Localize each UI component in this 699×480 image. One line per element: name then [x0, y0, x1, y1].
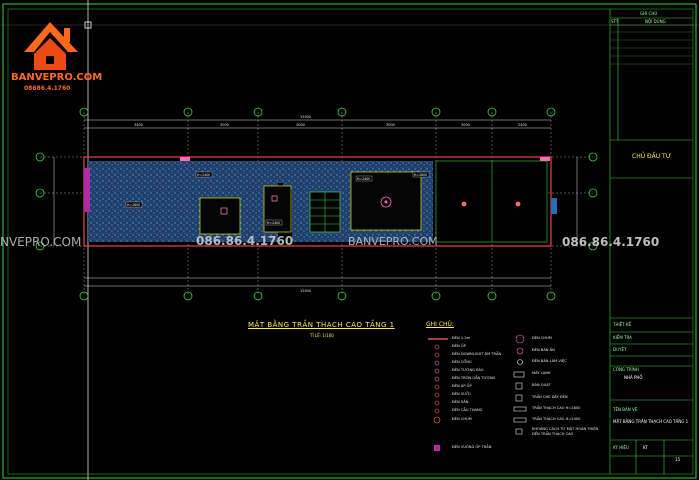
legend-item: KHOẢNG CÁCH TỪ MẶT HOÀN THIỆN	[532, 427, 599, 431]
legend-item: ĐÈN CHÙM	[452, 417, 472, 421]
plan-title: MẶT BẰNG TRẦN THẠCH CAO TẦNG 1	[248, 321, 395, 329]
legend-title: GHI CHÚ:	[426, 321, 454, 328]
legend-item: ĐÈN 1.2m	[452, 336, 471, 340]
titleblock-col-content: NỘI DUNG	[645, 19, 666, 24]
ceiling-area-living	[88, 161, 183, 242]
plan-scale: TỈ LỆ: 1/100	[310, 333, 334, 338]
titleblock-project-value: NHÀ PHỐ	[624, 375, 643, 380]
legend-item: ĐÈN VUÔNG ỐP TRẦN	[452, 445, 492, 449]
titleblock-header: GHI CHÚ	[640, 11, 658, 16]
banvepro-logo	[24, 22, 78, 70]
svg-text:2400: 2400	[518, 123, 527, 127]
svg-text:3400: 3400	[134, 123, 143, 127]
svg-text:H=2800: H=2800	[127, 203, 140, 207]
legend-item: ĐÈN ỐP	[452, 344, 466, 348]
ceiling-fixtures	[84, 157, 557, 215]
svg-text:3000: 3000	[386, 123, 395, 127]
sheet-border	[2, 3, 697, 479]
watermark-phone-mid: 086.86.4.1760	[196, 234, 294, 248]
legend-item: ĐẾN TRẦN THẠCH CAO	[532, 432, 574, 436]
brand-name: BANVEPRO.COM	[11, 72, 103, 83]
titleblock-col-stt: STT	[611, 19, 619, 24]
svg-text:H=2400: H=2400	[357, 177, 370, 181]
legend-item: TRẦN CHE DÂY ĐÈN	[532, 395, 568, 399]
titleblock-drawing-value: MẶT BẰNG TRẦN THẠCH CAO TẦNG 1	[613, 419, 689, 424]
legend-item: ĐÈN CỔNG	[452, 360, 472, 364]
legend-item: TRẦN THẠCH CAO H=2800	[532, 406, 581, 410]
legend-item: ĐÈN ÁP ỐP	[452, 384, 472, 388]
legend-item: MÁY LẠNH	[532, 371, 551, 375]
watermark-brand-mid: BANVEPRO.COM	[348, 235, 438, 248]
logo-roof-shape	[24, 22, 78, 52]
open-bay	[435, 160, 548, 243]
titleblock-sheet-value: KT	[643, 445, 648, 450]
dimension-text: 3400 3000 3000 3000 3000 2400 15900 15900	[134, 115, 527, 293]
legend-item: ĐÈN DOWNLIGHT ÂM TRẦN	[452, 352, 502, 356]
legend-item: ĐÈN SƯỞI	[452, 392, 471, 396]
legend-symbols	[428, 334, 527, 451]
titleblock-page: 15	[675, 457, 681, 462]
legend-item: TRẦN THẠCH CAO H=2400	[532, 417, 581, 421]
svg-text:15900: 15900	[300, 115, 311, 119]
svg-text:15900: 15900	[300, 289, 311, 293]
legend-item: ĐÈN BÀN LÀM VIỆC	[532, 359, 567, 363]
legend-item: ĐÈN TRÒN GẮN TƯỜNG	[452, 376, 496, 380]
legend-item: ĐÈN TƯỜNG RÀO	[452, 368, 484, 372]
titleblock-drawing-label: TÊN BẢN VẼ	[613, 407, 638, 412]
room-tags: H=2800 H=2400 H=2400 H=2400 H=2800	[125, 171, 430, 226]
svg-text:H=2400: H=2400	[197, 173, 210, 177]
watermark-phone-right: 086.86.4.1760	[562, 235, 660, 249]
titleblock-sheet-label: KÝ HIỆU	[613, 445, 629, 450]
svg-text:3000: 3000	[296, 123, 305, 127]
dimension-lines	[53, 119, 578, 287]
legend-item: ĐÈN CẦU THANG	[452, 408, 483, 412]
ceiling-area-kitchen	[183, 161, 283, 183]
titleblock-row-design: THIẾT KẾ	[613, 322, 632, 327]
sheet-inner-border	[7, 8, 694, 475]
logo-chimney	[64, 28, 70, 42]
svg-text:H=2800: H=2800	[414, 173, 427, 177]
legend-item: ĐÈN SÂN	[452, 400, 469, 404]
legend-item: ĐÈN BÀN ĂN	[532, 348, 555, 352]
logo-window	[46, 56, 54, 64]
titleblock-owner: CHỦ ĐẦU TƯ	[632, 153, 671, 160]
legend-item: BÀN QUẠT	[532, 383, 551, 387]
svg-text:3000: 3000	[220, 123, 229, 127]
watermark-left: NVEPRO.COM	[0, 235, 82, 249]
titleblock-grid	[609, 9, 693, 474]
legend-item: ĐÈN CHÙM	[532, 336, 552, 340]
stair-lines	[310, 192, 340, 232]
svg-text:H=2400: H=2400	[267, 221, 280, 225]
titleblock-row-approve: DUYỆT	[613, 347, 627, 352]
logo-house-shape	[34, 38, 66, 70]
brand-phone: 08686.4.1760	[24, 85, 71, 92]
svg-text:3000: 3000	[461, 123, 470, 127]
titleblock-row-check: KIỂM TRA	[613, 335, 632, 340]
titleblock-project-label: CÔNG TRÌNH	[613, 367, 639, 372]
grid-bubbles	[35, 107, 598, 301]
